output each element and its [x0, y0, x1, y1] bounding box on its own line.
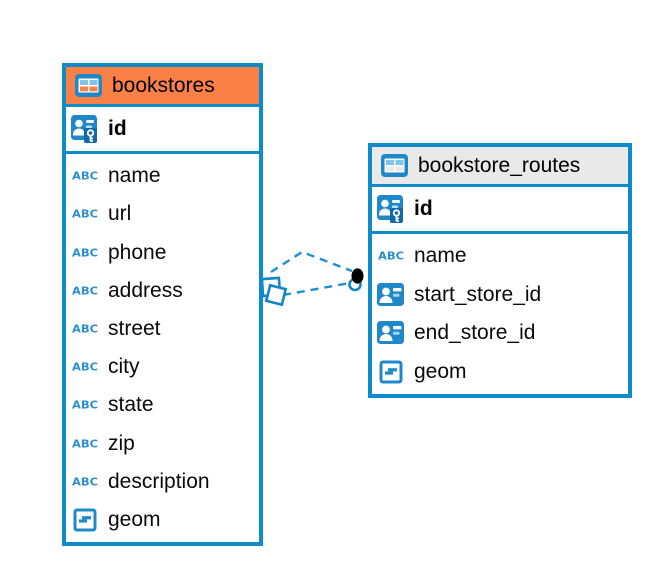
table-bookstore-routes-header[interactable]: bookstore_routes: [372, 147, 628, 187]
column-row-address[interactable]: ABC address: [66, 272, 259, 310]
table-title: bookstore_routes: [418, 153, 581, 177]
column-list: ABC name ABC url ABC phone ABC address A…: [66, 154, 259, 542]
column-name: state: [108, 393, 154, 417]
geometry-column-icon: [70, 508, 100, 532]
column-name: geom: [414, 359, 467, 383]
column-row-name[interactable]: ABC name: [372, 237, 628, 276]
column-name: address: [108, 278, 183, 302]
table-bookstore-routes[interactable]: bookstore_routes id: [368, 143, 632, 398]
column-row-url[interactable]: ABC url: [66, 195, 259, 233]
table-title: bookstores: [112, 73, 215, 97]
column-name: phone: [108, 240, 167, 264]
primary-key-icon: [376, 194, 406, 224]
text-column-icon: ABC: [71, 437, 99, 450]
column-row-pk-id[interactable]: id: [66, 107, 259, 154]
text-column-icon: ABC: [71, 322, 99, 336]
column-name: id: [108, 117, 127, 140]
column-row-state[interactable]: ABC state: [66, 386, 259, 424]
column-name: start_store_id: [414, 282, 542, 306]
column-row-start-store-id[interactable]: start_store_id: [372, 276, 628, 315]
column-row-geom[interactable]: geom: [66, 501, 259, 539]
column-name: city: [108, 355, 140, 379]
text-column-icon: ABC: [71, 169, 99, 183]
column-row-zip[interactable]: ABC zip: [66, 424, 259, 462]
reference-column-icon: [376, 282, 406, 307]
column-row-pk-id[interactable]: id: [372, 187, 628, 234]
column-name: name: [108, 164, 161, 188]
column-name: url: [108, 202, 132, 226]
column-name: zip: [108, 431, 135, 455]
geometry-column-icon: [376, 360, 406, 384]
text-column-icon: ABC: [71, 246, 99, 259]
table-bookstores[interactable]: bookstores id A: [62, 63, 263, 546]
column-row-description[interactable]: ABC description: [66, 463, 259, 501]
column-row-name[interactable]: ABC name: [66, 157, 259, 195]
text-column-icon: ABC: [71, 360, 99, 374]
column-name: street: [108, 316, 161, 340]
text-column-icon: ABC: [71, 207, 99, 221]
column-name: name: [414, 244, 467, 268]
relation-line-bent[interactable]: [270, 250, 353, 274]
table-bookstores-header[interactable]: bookstores: [66, 67, 259, 107]
column-name: geom: [108, 507, 161, 531]
text-column-icon: ABC: [71, 399, 99, 412]
column-list: ABC name start_store_id: [372, 234, 628, 394]
table-icon: [73, 74, 103, 97]
column-row-phone[interactable]: ABC phone: [66, 233, 259, 271]
relation-line-straight[interactable]: [282, 281, 351, 297]
column-name: description: [108, 469, 210, 493]
column-name: end_store_id: [414, 321, 536, 345]
column-name: id: [414, 197, 433, 220]
column-row-city[interactable]: ABC city: [66, 348, 259, 386]
relation-squares-glyph[interactable]: [260, 276, 288, 307]
column-row-end-store-id[interactable]: end_store_id: [372, 314, 628, 353]
text-column-icon: ABC: [71, 284, 99, 298]
text-column-icon: ABC: [377, 249, 405, 263]
primary-key-icon: [70, 114, 100, 144]
column-row-street[interactable]: ABC street: [66, 310, 259, 348]
table-icon: [379, 154, 409, 177]
reference-column-icon: [376, 321, 406, 345]
relation-dot-marker[interactable]: [348, 268, 364, 292]
text-column-icon: ABC: [71, 475, 99, 489]
column-row-geom[interactable]: geom: [372, 353, 628, 392]
